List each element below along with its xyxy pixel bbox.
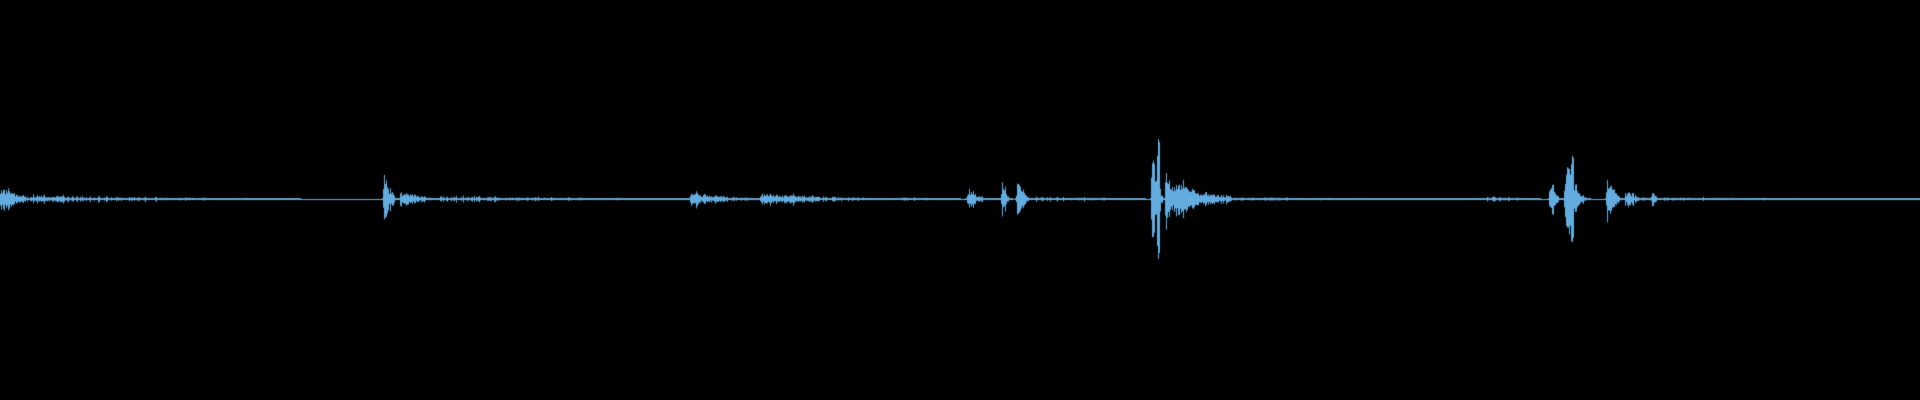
audio-waveform-canvas[interactable] [0,0,1920,400]
waveform-viewer[interactable]: Audio Waveform Preview [0,0,1920,400]
